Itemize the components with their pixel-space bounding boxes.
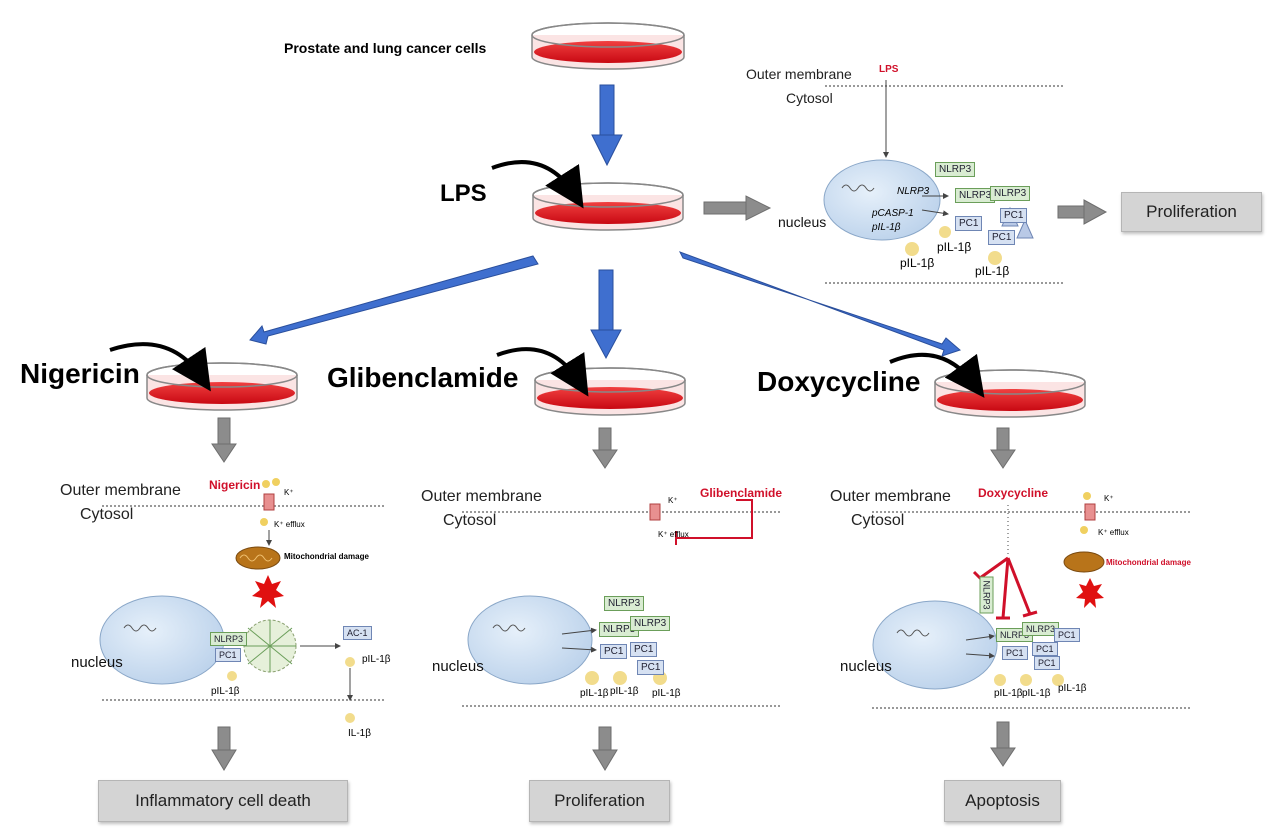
- blue-arrow-right: [678, 251, 961, 357]
- source-cells-label: Prostate and lung cancer cells: [284, 40, 487, 56]
- gray-arrow-top-outcome: [1057, 199, 1108, 225]
- pil1b-label-top-1: pIL-1β: [937, 240, 972, 254]
- mito-label-n: Mitochondrial damage: [284, 552, 369, 561]
- pc1-box-top-2: PC1: [1000, 208, 1028, 223]
- curved-arrow-doxycycline: [889, 352, 985, 398]
- drug-tag-g: Glibenclamide: [700, 486, 783, 500]
- nlrp3-box-d-3: NLRP3: [1022, 622, 1060, 636]
- pil1b-label-g-2: pIL-1β: [610, 686, 639, 697]
- gene-pil1b-top: pIL-1β: [872, 222, 901, 233]
- drug-tag-n: Nigericin: [209, 478, 261, 492]
- drug-label-glibenclamide: Glibenclamide: [327, 362, 519, 393]
- damage-star-n: [252, 575, 284, 608]
- outcome-doxycycline: Apoptosis: [944, 780, 1061, 822]
- gray-arrow-down-n1: [211, 417, 237, 463]
- damage-star-d: [1076, 578, 1104, 608]
- nucleus-top: [823, 159, 941, 241]
- gray-arrow-down-n2: [211, 726, 237, 771]
- pil1b-label-n-2: pIL-1β: [211, 686, 240, 697]
- petri-dish-doxycycline: [934, 369, 1086, 418]
- blue-arrow-down-2: [590, 269, 622, 360]
- k-ion-g: K⁺: [668, 496, 678, 505]
- nucleus-label-d: nucleus: [840, 658, 892, 675]
- gene-pcasp1-top: pCASP-1: [872, 208, 914, 219]
- nlrp3-box-d-1: NLRP3: [979, 576, 994, 614]
- curved-arrow-glibenclamide: [496, 347, 589, 397]
- lps-label: LPS: [440, 180, 487, 207]
- pc1-box-g-1: PC1: [600, 644, 628, 659]
- k-ion-d: K⁺: [1104, 494, 1114, 503]
- pil1b-label-n-1: pIL-1β: [362, 654, 391, 665]
- nlrp3-box-top-3: NLRP3: [990, 186, 1031, 201]
- nlrp3-box-n: NLRP3: [210, 632, 248, 646]
- k-ion-n: K⁺: [284, 488, 294, 497]
- lps-tag-top: LPS: [879, 64, 899, 75]
- blue-arrow-left: [249, 255, 539, 345]
- gray-arrow-down-d2: [990, 721, 1016, 767]
- nucleus-label-top: nucleus: [778, 214, 827, 230]
- cytosol-label-top: Cytosol: [786, 90, 833, 106]
- mitochondrion-n: [235, 546, 281, 570]
- nlrp3-box-g-1: NLRP3: [604, 596, 645, 611]
- mitochondrion-d: [1063, 551, 1105, 573]
- mito-label-d: Mitochondrial damage: [1106, 558, 1191, 567]
- curved-arrow-nigericin: [109, 342, 211, 392]
- outcome-nigericin: Inflammatory cell death: [98, 780, 348, 822]
- pil1b-label-d-1: pIL-1β: [994, 688, 1023, 699]
- outer-membrane-label-n: Outer membrane: [60, 482, 181, 499]
- nucleus-label-g: nucleus: [432, 658, 484, 675]
- outer-membrane-label-d: Outer membrane: [830, 488, 951, 505]
- gray-arrow-down-g2: [592, 726, 618, 771]
- pil1b-label-top-2: pIL-1β: [900, 256, 935, 270]
- nucleus-d: [872, 600, 998, 690]
- pil1b-label-d-2: pIL-1β: [1022, 688, 1051, 699]
- pc1-box-d-1: PC1: [1002, 646, 1028, 660]
- cytosol-label-d: Cytosol: [851, 512, 905, 529]
- drug-tag-d: Doxycycline: [978, 486, 1049, 500]
- k-efflux-n: K⁺ efflux: [274, 520, 305, 529]
- cytosol-label-g: Cytosol: [443, 512, 497, 529]
- petri-dish-nigericin: [146, 362, 298, 411]
- drug-label-doxycycline: Doxycycline: [757, 366, 921, 397]
- drug-label-nigericin: Nigericin: [20, 358, 140, 389]
- nucleus-g: [467, 595, 593, 685]
- nlrp3-box-top-1: NLRP3: [935, 162, 976, 177]
- gray-arrow-down-g1: [592, 427, 618, 469]
- pc1-box-top-1: PC1: [955, 216, 983, 231]
- gray-arrow-down-d1: [990, 427, 1016, 469]
- blue-arrow-down-1: [591, 84, 623, 167]
- k-efflux-g: K⁺ efflux: [658, 530, 689, 539]
- pc1-box-g-3: PC1: [637, 660, 665, 675]
- curved-arrow-lps: [491, 160, 584, 209]
- pc1-box-top-3: PC1: [988, 230, 1016, 245]
- gene-nlrp3-top: NLRP3: [897, 186, 930, 197]
- outcome-glibenclamide: Proliferation: [529, 780, 670, 822]
- cytosol-label-n: Cytosol: [80, 506, 134, 523]
- pil1b-label-top-3: pIL-1β: [975, 264, 1010, 278]
- petri-dish-glibenclamide: [534, 367, 686, 416]
- pil1b-label-g-3: pIL-1β: [652, 688, 681, 699]
- nlrp3-box-g-3: NLRP3: [630, 616, 671, 631]
- petri-dish-lps: [532, 182, 684, 231]
- outer-membrane-label-g: Outer membrane: [421, 488, 542, 505]
- pc1-box-n: PC1: [215, 648, 241, 662]
- inhibit-line-g: [676, 499, 753, 539]
- nucleus-label-n: nucleus: [71, 654, 123, 671]
- ac1-box-n: AC-1: [343, 626, 372, 640]
- pc1-box-d-4: PC1: [1034, 656, 1060, 670]
- outer-membrane-label-top: Outer membrane: [746, 66, 852, 82]
- k-efflux-d: K⁺ efflux: [1098, 528, 1129, 537]
- pc1-box-d-2: PC1: [1032, 642, 1058, 656]
- pil1b-label-d-3: pIL-1β: [1058, 683, 1087, 694]
- il1b-label-n: IL-1β: [348, 728, 371, 739]
- outcome-top: Proliferation: [1121, 192, 1262, 232]
- nlrp3-box-g-2: NLRP3: [599, 622, 640, 637]
- pc1-box-d-3: PC1: [1054, 628, 1080, 642]
- pc1-box-g-2: PC1: [630, 642, 658, 657]
- gray-arrow-lps-right: [703, 195, 772, 221]
- petri-dish-source: [531, 22, 685, 70]
- pil1b-label-g-1: pIL-1β: [580, 688, 609, 699]
